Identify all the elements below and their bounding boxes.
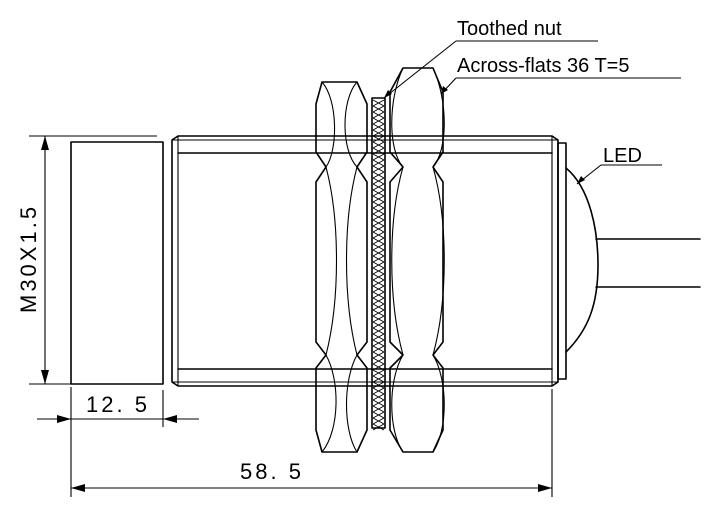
washer-tooth bbox=[372, 159, 385, 167]
washer-tooth bbox=[372, 147, 385, 155]
washer-tooth bbox=[372, 171, 385, 179]
washer-tooth bbox=[372, 399, 385, 407]
washer-tooth bbox=[372, 411, 385, 419]
washer-tooth bbox=[372, 213, 385, 221]
washer-tooth bbox=[372, 123, 385, 131]
washer-tooth bbox=[372, 405, 385, 413]
thread-dimension: M30X1.5 bbox=[16, 135, 92, 385]
threaded-body bbox=[171, 135, 559, 387]
washer-tooth bbox=[372, 201, 385, 209]
washer-tooth bbox=[372, 357, 385, 365]
washer-tooth bbox=[372, 321, 385, 329]
washer-tooth bbox=[372, 153, 385, 161]
washer-tooth bbox=[372, 369, 385, 377]
washer-tooth bbox=[372, 381, 385, 389]
cable bbox=[595, 238, 701, 288]
washer-tooth bbox=[372, 129, 385, 137]
washer-tooth bbox=[372, 261, 385, 269]
washer-tooth bbox=[372, 279, 385, 287]
washer-tooth bbox=[372, 315, 385, 323]
overall-length-dimension-label: 58. 5 bbox=[240, 459, 304, 484]
washer-tooth bbox=[372, 225, 385, 233]
toothed-nut-label: Toothed nut bbox=[457, 18, 562, 40]
hex-nut-right bbox=[389, 67, 445, 453]
toothed-washer bbox=[371, 97, 386, 431]
washer-tooth bbox=[372, 345, 385, 353]
washer-tooth bbox=[372, 99, 385, 107]
washer-tooth bbox=[372, 267, 385, 275]
washer-tooth bbox=[372, 183, 385, 191]
sensing-face-dimension: 12. 5 bbox=[37, 387, 199, 427]
washer-tooth bbox=[372, 207, 385, 215]
overall-length-dimension: 58. 5 bbox=[70, 389, 553, 497]
washer-tooth bbox=[372, 219, 385, 227]
rear-cap bbox=[557, 142, 599, 380]
washer-tooth bbox=[372, 135, 385, 143]
washer-tooth bbox=[372, 393, 385, 401]
washer-tooth bbox=[372, 339, 385, 347]
across-flats-label: Across-flats 36 T=5 bbox=[457, 55, 629, 77]
washer-tooth bbox=[372, 333, 385, 341]
sensing-face bbox=[70, 135, 164, 385]
washer-tooth bbox=[372, 303, 385, 311]
led-label: LED bbox=[603, 145, 642, 167]
washer-tooth bbox=[372, 297, 385, 305]
washer-tooth bbox=[372, 423, 385, 431]
washer-tooth bbox=[372, 309, 385, 317]
washer-tooth bbox=[372, 285, 385, 293]
washer-tooth bbox=[372, 327, 385, 335]
washer-tooth bbox=[372, 141, 385, 149]
washer-tooth bbox=[372, 363, 385, 371]
washer-tooth bbox=[372, 249, 385, 257]
washer-tooth bbox=[372, 165, 385, 173]
washer-tooth bbox=[372, 111, 385, 119]
washer-tooth bbox=[372, 231, 385, 239]
thread-dimension-label: M30X1.5 bbox=[16, 204, 41, 313]
washer-tooth bbox=[372, 117, 385, 125]
washer-tooth bbox=[372, 237, 385, 245]
washer-tooth bbox=[372, 375, 385, 383]
washer-tooth bbox=[372, 243, 385, 251]
callout-leaders bbox=[383, 40, 681, 185]
washer-tooth bbox=[372, 177, 385, 185]
washer-tooth bbox=[372, 189, 385, 197]
washer-tooth bbox=[372, 195, 385, 203]
washer-tooth bbox=[372, 417, 385, 425]
washer-tooth bbox=[372, 255, 385, 263]
washer-tooth bbox=[372, 105, 385, 113]
washer-tooth bbox=[372, 351, 385, 359]
washer-tooth bbox=[372, 273, 385, 281]
washer-teeth bbox=[372, 99, 385, 431]
washer-tooth bbox=[372, 291, 385, 299]
hex-nut-left bbox=[315, 81, 368, 453]
sensing-face-dimension-label: 12. 5 bbox=[86, 392, 150, 417]
washer-tooth bbox=[372, 387, 385, 395]
